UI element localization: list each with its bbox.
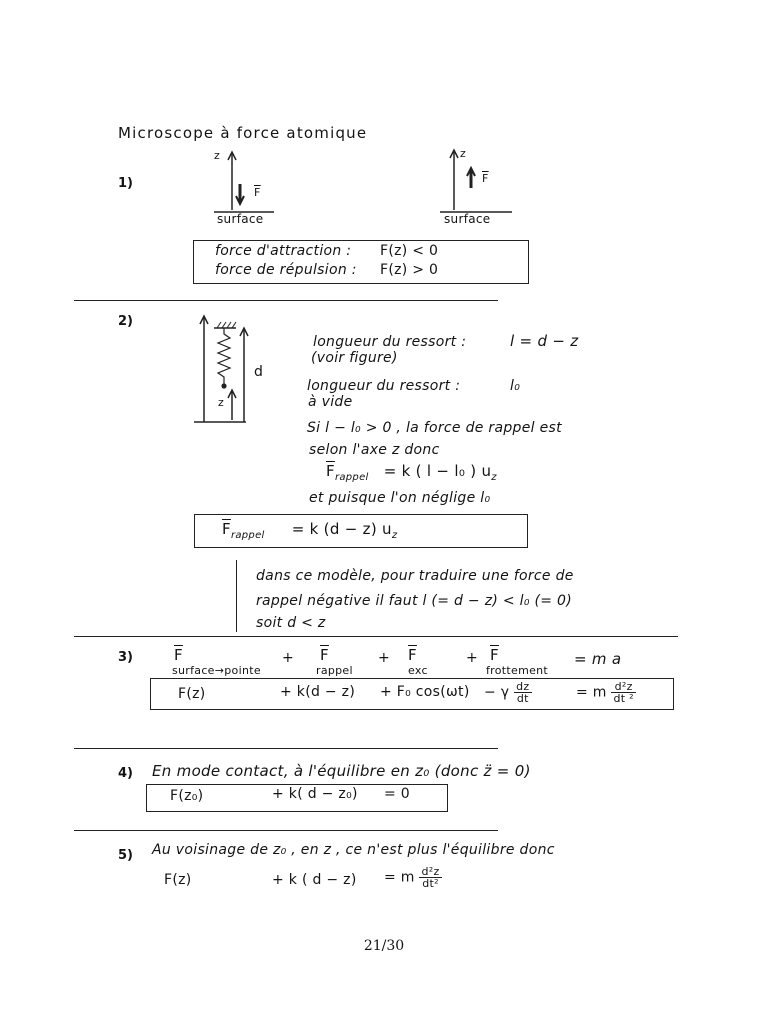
- rest-length-text: longueur du ressort :: [307, 378, 461, 394]
- vicinity-text: Au voisinage de z₀ , en z , ce n'est plu…: [152, 842, 555, 858]
- box-equation-motion: [150, 678, 674, 710]
- box-rappel-equation: Frappel = k (d − z) uz: [222, 520, 398, 541]
- eqm-term-f: F(z): [178, 686, 206, 702]
- box-line-attraction: force d'attraction :: [215, 243, 352, 259]
- eq-rappel-vector: F: [326, 462, 335, 480]
- term-rappel-vector: F: [320, 646, 329, 664]
- z-axis-label-right: z: [460, 147, 467, 160]
- vicinity-rhs-num: d²z: [419, 865, 442, 878]
- z-axis-label-left: z: [214, 149, 221, 162]
- vicinity-term-k: + k ( d − z): [272, 872, 357, 888]
- note-line-3: soit d < z: [256, 615, 326, 631]
- figure-spring: [194, 314, 249, 423]
- term-rappel-sub: rappel: [316, 664, 353, 677]
- surface-label-left: surface: [217, 212, 264, 226]
- figure-attraction: [214, 150, 274, 213]
- sum-rhs: = m a: [574, 650, 622, 668]
- spring-length-equation: l = d − z: [510, 332, 579, 350]
- section-number-5: 5): [118, 848, 133, 863]
- figure-repulsion: [440, 148, 512, 213]
- forces-sum-line: F: [174, 646, 183, 664]
- box-rappel-vector: F: [222, 520, 231, 538]
- section-number-4: 4): [118, 766, 133, 781]
- eqm-term-exc: + F₀ cos(ωt): [380, 684, 470, 700]
- spring-length-text: longueur du ressort :: [313, 334, 467, 350]
- box-rappel-u-sub: z: [391, 530, 398, 541]
- eqm-rhs-num: d²z: [611, 681, 636, 693]
- box-line-repulsion: force de répulsion :: [215, 262, 357, 278]
- plus-3: +: [466, 650, 479, 666]
- section-number-1: 1): [118, 176, 133, 191]
- equilibrium-term-rhs: = 0: [384, 786, 410, 802]
- figure-label-d: d: [254, 364, 264, 380]
- surface-label-right: surface: [444, 212, 491, 226]
- force-label-left: F: [254, 186, 261, 199]
- eqm-gamma: − γ: [484, 684, 510, 701]
- divider-4: [74, 830, 498, 831]
- eqm-rhs-den: dt ²: [613, 692, 634, 705]
- vicinity-rhs-den: dt²: [422, 877, 439, 890]
- rest-length-value: l₀: [510, 378, 521, 394]
- term-friction-vector: F: [490, 646, 499, 664]
- neglect-text: et puisque l'on néglige l₀: [309, 490, 491, 506]
- eq-rappel-u-sub: z: [491, 472, 497, 483]
- section-number-3: 3): [118, 650, 133, 665]
- term-friction-sub: frottement: [486, 664, 549, 677]
- equilibrium-term-k: + k( d − z₀): [272, 786, 358, 802]
- note-line-2: rappel négative il faut l (= d − z) < l₀…: [256, 593, 572, 609]
- spring-length-note: (voir figure): [311, 350, 398, 366]
- vicinity-rhs-m: = m: [384, 869, 415, 886]
- box-equilibrium: [146, 784, 448, 812]
- term-exc-vector: F: [408, 646, 417, 664]
- box-line-repulsion-value: F(z) > 0: [380, 262, 439, 278]
- force-label-right: F: [482, 172, 489, 185]
- eqm-gamma-den: dt: [516, 692, 529, 705]
- page-number: 21/30: [363, 938, 405, 954]
- term-surface-vector: F: [174, 646, 183, 664]
- eq-rappel-general: Frappel = k ( l − l₀ ) uz: [326, 462, 497, 483]
- plus-1: +: [282, 650, 295, 666]
- eq-rappel-sub: rappel: [334, 472, 369, 483]
- box-rappel-rhs: = k (d − z) u: [291, 520, 392, 538]
- note-line-1: dans ce modèle, pour traduire une force …: [256, 568, 574, 584]
- plus-2: +: [378, 650, 391, 666]
- equilibrium-text: En mode contact, à l'équilibre en z₀ (do…: [152, 762, 531, 780]
- rest-length-note: à vide: [308, 394, 353, 410]
- figure-label-z: z: [218, 396, 225, 409]
- equilibrium-term-f: F(z₀): [170, 788, 204, 804]
- box-rappel-sub: rappel: [230, 530, 265, 541]
- condition-text: Si l − l₀ > 0 , la force de rappel est: [307, 420, 562, 436]
- page-title: Microscope à force atomique: [118, 124, 368, 142]
- term-surface-sub: surface→pointe: [172, 664, 261, 677]
- divider-3: [74, 748, 498, 749]
- margin-bar: [236, 560, 237, 632]
- divider-2: [74, 636, 678, 637]
- axis-direction-text: selon l'axe z donc: [309, 442, 440, 458]
- eqm-rhs-m: = m: [576, 684, 607, 701]
- box-force-signs: [193, 240, 529, 284]
- eqm-gamma-num: dz: [514, 680, 532, 693]
- box-line-attraction-value: F(z) < 0: [380, 243, 439, 259]
- term-exc-sub: exc: [408, 664, 428, 677]
- eqm-term-k: + k(d − z): [280, 684, 356, 700]
- divider-1: [74, 300, 498, 301]
- box-rappel: [194, 514, 528, 548]
- section-number-2: 2): [118, 314, 133, 329]
- vicinity-term-f: F(z): [164, 872, 192, 888]
- eq-rappel-rhs: = k ( l − l₀ ) u: [383, 462, 492, 480]
